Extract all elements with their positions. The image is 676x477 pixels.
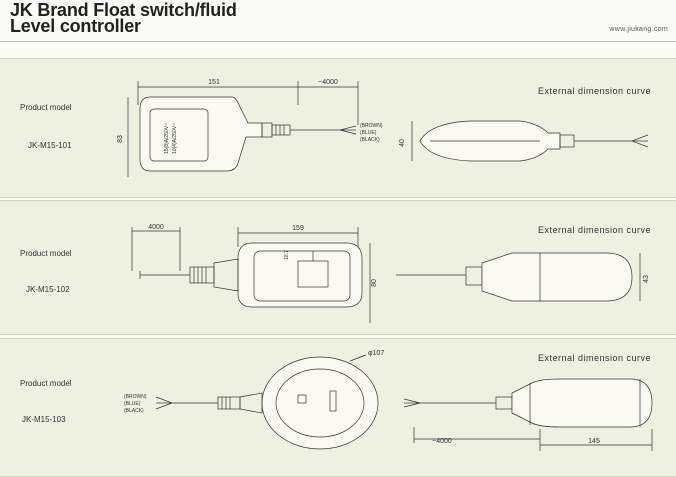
dim-cable: ~4000 bbox=[432, 438, 452, 445]
panel-jk-m15-102: Product model JK-M15-102 External dimens… bbox=[0, 200, 676, 335]
drawing-jk-m15-102: 4000 159 18.7 80 43 bbox=[131, 224, 650, 323]
wire-brown: (BROWN) bbox=[124, 394, 147, 400]
page-title: JK Brand Float switch/fluid Level contro… bbox=[10, 0, 237, 36]
dim-cable: 4000 bbox=[148, 224, 164, 231]
drawing-jk-m15-101: 151 ~4000 83 40 (BROWN) (BLUE) (BLACK) 1… bbox=[117, 79, 649, 177]
dim-length: 159 bbox=[292, 225, 304, 232]
model-number: JK-M15-102 bbox=[26, 285, 70, 294]
dim-length: 151 bbox=[208, 79, 220, 86]
product-model-label: Product model bbox=[20, 249, 72, 258]
product-model-label: Product model bbox=[20, 379, 72, 388]
rating-2: 10(4)A/250V~ bbox=[172, 123, 178, 154]
dim-height: 83 bbox=[117, 135, 124, 143]
model-number: JK-M15-101 bbox=[28, 141, 72, 150]
rating-1: 15(8)A/250V~ bbox=[164, 123, 170, 154]
panel-jk-m15-103: Product model JK-M15-103 External dimens… bbox=[0, 338, 676, 477]
wire-brown: (BROWN) bbox=[360, 123, 383, 129]
dim-diameter: φ107 bbox=[368, 350, 384, 357]
external-dimension-label: External dimension curve bbox=[538, 225, 652, 235]
dim-thickness: 43 bbox=[643, 275, 650, 283]
external-dimension-label: External dimension curve bbox=[538, 353, 652, 363]
dim-height: 80 bbox=[371, 279, 378, 287]
drawing-jk-m15-103: φ107 ~4000 145 (BROWN) (BLUE) (BLACK) bbox=[124, 350, 653, 451]
dim-thickness: 40 bbox=[399, 139, 406, 147]
title-line-1: JK Brand Float switch/fluid bbox=[10, 0, 237, 20]
wire-blue: (BLUE) bbox=[124, 401, 141, 407]
external-dimension-label: External dimension curve bbox=[538, 86, 652, 96]
panel-jk-m15-101: Product model JK-M15-101 External dimens… bbox=[0, 58, 676, 198]
product-model-label: Product model bbox=[20, 103, 72, 112]
dim-inner: 18.7 bbox=[284, 250, 290, 260]
wire-blue: (BLUE) bbox=[360, 130, 377, 136]
wire-black: (BLACK) bbox=[360, 137, 380, 143]
model-number: JK-M15-103 bbox=[22, 415, 66, 424]
dim-length: 145 bbox=[588, 438, 600, 445]
title-line-2: Level controller bbox=[10, 16, 141, 36]
dim-cable: ~4000 bbox=[318, 79, 338, 86]
header-divider bbox=[0, 41, 676, 42]
wire-black: (BLACK) bbox=[124, 408, 144, 414]
website-url: www.jiukang.com bbox=[609, 26, 668, 33]
